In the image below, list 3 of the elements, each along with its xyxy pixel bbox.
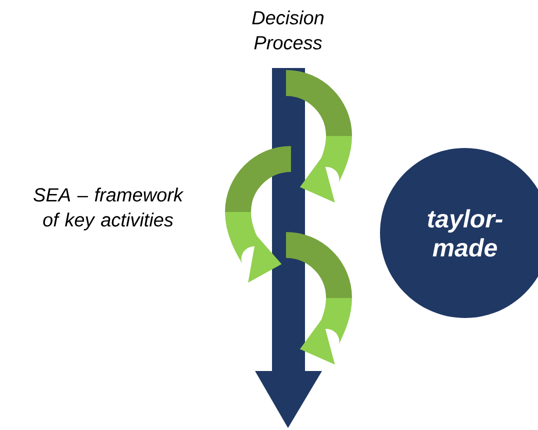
circle-badge: taylor-made <box>380 148 538 318</box>
label-text: SEA – framework of key activities <box>34 188 184 230</box>
label-text: Decision Process <box>252 10 324 50</box>
